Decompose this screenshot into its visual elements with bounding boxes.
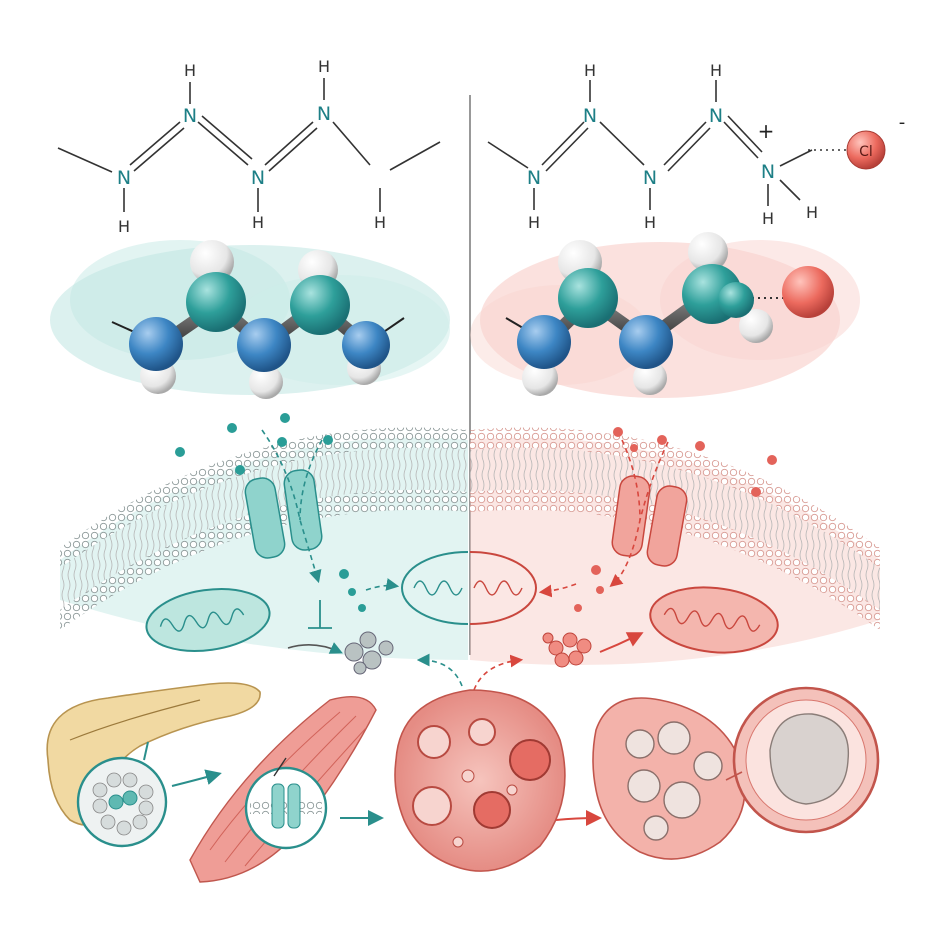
teal-flow-arrows <box>261 429 463 687</box>
nitrogen-atom <box>186 272 246 332</box>
hydrogen-label: H <box>806 203 818 222</box>
nitrogen-atom <box>237 318 291 372</box>
left-watercolor-wash <box>50 240 450 395</box>
nitrogen-atom <box>129 317 183 371</box>
ovary-to-pcos-arrow <box>555 810 602 827</box>
red-vesicle-cluster <box>542 632 592 668</box>
chloride-ion <box>782 266 834 318</box>
mitochondrion-left <box>145 588 271 652</box>
nitrogen-label: N <box>117 167 131 189</box>
nitrogen-label: N <box>251 167 265 189</box>
hydrogen-atom <box>739 309 773 343</box>
nitrogen-label: N <box>709 105 723 127</box>
hydrogen-label: H <box>644 213 656 232</box>
right-formula-labels: N N N N N + H H H H H H Cl - <box>527 61 905 232</box>
hydrogen-label: H <box>374 213 386 232</box>
nitrogen-atom <box>290 275 350 335</box>
hydrogen-atom <box>688 232 728 272</box>
chloride-label: Cl <box>859 144 873 160</box>
nitrogen-atom <box>718 282 754 318</box>
hydrogen-atom <box>249 365 283 399</box>
nitrogen-atom <box>517 315 571 369</box>
ovary-cross-section <box>394 689 566 872</box>
chloride-ion <box>846 130 886 170</box>
hydrogen-atom <box>522 360 558 396</box>
right-structural-formula <box>487 80 850 210</box>
polycystic-ovary <box>592 697 746 860</box>
nitrogen-label: N <box>583 105 597 127</box>
nitrogen-atom <box>619 315 673 369</box>
hydrogen-label: H <box>528 213 540 232</box>
right-ball-and-stick-molecule <box>505 232 834 396</box>
charged-nitrogen-label: N <box>761 161 775 183</box>
nitrogen-label: N <box>317 103 331 125</box>
nitrogen-label: N <box>643 167 657 189</box>
nitrogen-label: N <box>183 105 197 127</box>
left-formula-labels: N N N N H H H H H <box>117 57 386 236</box>
hydrogen-label: H <box>318 57 330 76</box>
teal-particles <box>175 413 366 612</box>
mitochondrion-right <box>649 586 779 654</box>
islet-cells-inset <box>76 741 168 848</box>
pancreas-to-muscle-arrow <box>171 769 222 787</box>
gray-vesicle-cluster <box>344 631 394 675</box>
nitrogen-label: N <box>527 167 541 189</box>
inhibition-symbol <box>308 600 332 629</box>
negative-charge: - <box>899 112 906 133</box>
positive-charge: + <box>758 119 775 143</box>
mitochondrion-center <box>400 551 538 625</box>
red-particles <box>574 427 777 612</box>
channel-inset <box>244 757 328 850</box>
hydrogen-atom <box>633 361 667 395</box>
nitrogen-atom <box>342 321 390 369</box>
left-ball-and-stick-molecule <box>111 240 405 399</box>
transporter-channel-teal <box>244 469 323 559</box>
nitrogen-atom <box>558 268 618 328</box>
left-structural-formula <box>57 78 441 212</box>
hydrogen-label: H <box>252 213 264 232</box>
gray-arrow <box>287 642 343 654</box>
red-arrow <box>599 632 644 653</box>
hydrogen-label: H <box>118 217 130 236</box>
red-flow-arrows <box>473 439 669 691</box>
hydrogen-label: H <box>184 61 196 80</box>
cyst-magnified-inset <box>725 686 880 834</box>
hydrogen-label: H <box>584 61 596 80</box>
transporter-channel-red <box>611 475 688 567</box>
hydrogen-label: H <box>762 209 774 228</box>
hydrogen-label: H <box>710 61 722 80</box>
